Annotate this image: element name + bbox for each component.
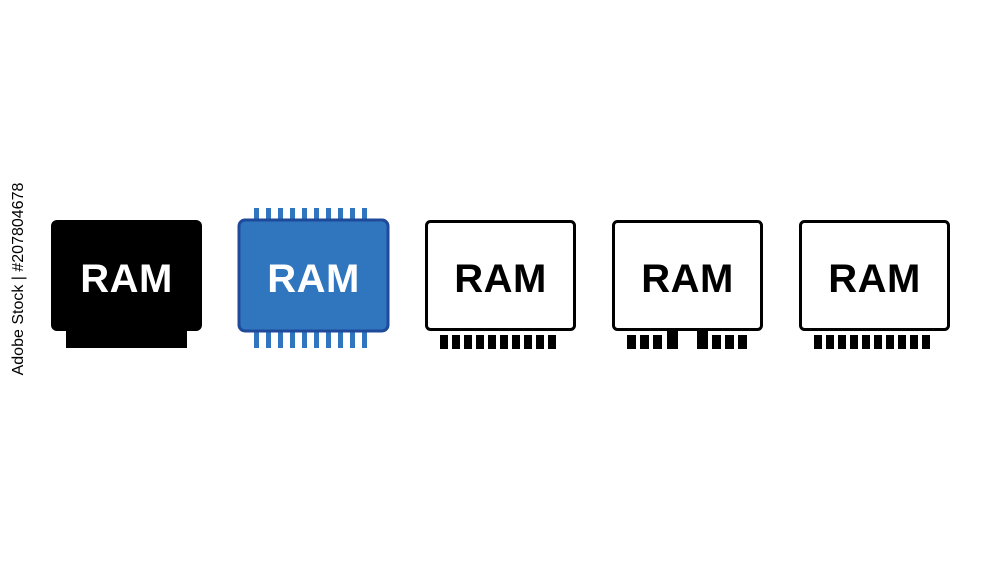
ram-chip-blue-icon: RAM bbox=[237, 208, 390, 348]
ram-label: RAM bbox=[454, 257, 547, 301]
ram-label: RAM bbox=[80, 257, 173, 301]
pin-row bbox=[814, 335, 930, 349]
chip-bottom-pins bbox=[254, 330, 367, 348]
chip-top-pins bbox=[254, 208, 367, 221]
ram-label: RAM bbox=[267, 257, 360, 301]
ram-label: RAM bbox=[828, 257, 921, 301]
stock-id-text: Adobe Stock | #207804678 bbox=[10, 182, 27, 376]
ram-outline-icon: RAM bbox=[425, 220, 576, 349]
stock-id-watermark: Adobe Stock | #207804678 bbox=[2, 0, 36, 558]
pin-row bbox=[440, 335, 556, 349]
ram-label: RAM bbox=[641, 257, 734, 301]
pin-row-right bbox=[697, 330, 747, 349]
ram-solid-icon: RAM bbox=[51, 220, 202, 348]
ram-outline-thin-icon: RAM bbox=[799, 220, 950, 349]
ram-outline-split-icon: RAM bbox=[612, 220, 763, 349]
pin-row-left bbox=[627, 330, 678, 349]
